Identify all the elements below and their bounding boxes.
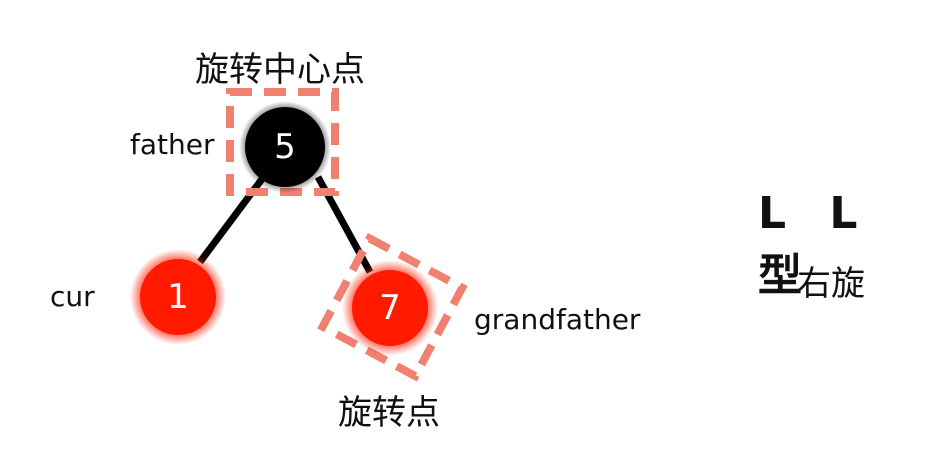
cur-node-value: 1 xyxy=(167,277,189,317)
rotation-center-annotation: 旋转中心点 xyxy=(195,50,365,90)
rotation-point-box xyxy=(317,233,468,382)
grandfather-label: grandfather xyxy=(474,303,641,336)
rotation-point-annotation: 旋转点 xyxy=(338,393,440,433)
cur-node xyxy=(140,259,216,335)
father-label: father xyxy=(130,128,215,161)
cur-label: cur xyxy=(50,280,95,313)
father-node xyxy=(245,107,325,187)
grandfather-node xyxy=(352,270,428,346)
grandfather-node-value: 7 xyxy=(379,288,401,328)
father-node-value: 5 xyxy=(274,127,296,167)
rotation-direction: 右旋 xyxy=(797,264,865,304)
case-title: L L 型 xyxy=(758,188,872,301)
